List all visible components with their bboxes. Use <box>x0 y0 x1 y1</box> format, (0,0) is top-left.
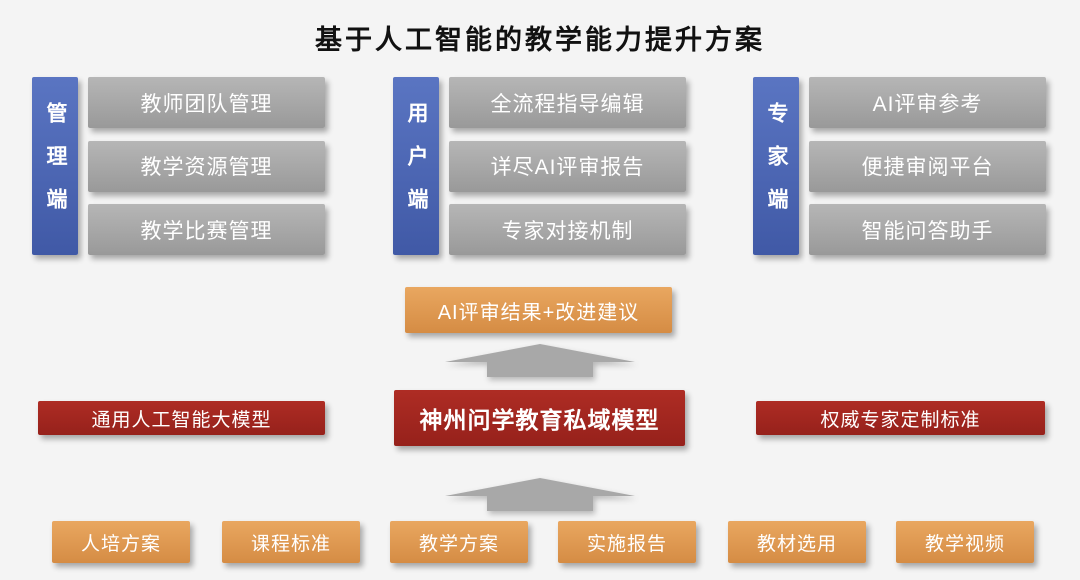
user-items: 全流程指导编辑 详尽AI评审报告 专家对接机制 <box>449 77 686 255</box>
input-curriculum-standard: 课程标准 <box>222 521 360 563</box>
item-detailed-ai-review-report: 详尽AI评审报告 <box>449 140 686 192</box>
input-teaching-plan: 教学方案 <box>390 521 528 563</box>
panel-user: 用户端 全流程指导编辑 详尽AI评审报告 专家对接机制 <box>393 77 686 255</box>
up-arrow-icon <box>445 344 635 377</box>
item-intelligent-qa-assistant: 智能问答助手 <box>809 204 1046 255</box>
input-textbook-selection: 教材选用 <box>728 521 866 563</box>
item-expert-matching-mechanism: 专家对接机制 <box>449 204 686 255</box>
item-ai-review-reference: AI评审参考 <box>809 77 1046 128</box>
item-full-process-guided-editing: 全流程指导编辑 <box>449 77 686 128</box>
up-arrow-icon <box>445 478 635 511</box>
page-title: 基于人工智能的教学能力提升方案 <box>315 25 765 55</box>
item-teacher-team-management: 教师团队管理 <box>88 77 325 128</box>
model-general-ai-large-model: 通用人工智能大模型 <box>38 401 325 435</box>
ai-review-output-box: AI评审结果+改进建议 <box>405 287 672 333</box>
management-items: 教师团队管理 教学资源管理 教学比赛管理 <box>88 77 325 255</box>
user-tab-label: 用户端 <box>393 77 439 255</box>
model-expert-custom-standard: 权威专家定制标准 <box>756 401 1045 435</box>
panel-expert: 专家端 AI评审参考 便捷审阅平台 智能问答助手 <box>753 77 1046 255</box>
item-teaching-competition-management: 教学比赛管理 <box>88 204 325 255</box>
input-talent-training-plan: 人培方案 <box>52 521 190 563</box>
expert-tab-label: 专家端 <box>753 77 799 255</box>
item-teaching-resource-management: 教学资源管理 <box>88 140 325 192</box>
panel-management: 管理端 教师团队管理 教学资源管理 教学比赛管理 <box>32 77 325 255</box>
input-teaching-video: 教学视频 <box>896 521 1034 563</box>
input-implementation-report: 实施报告 <box>558 521 696 563</box>
item-convenient-review-platform: 便捷审阅平台 <box>809 140 1046 192</box>
expert-items: AI评审参考 便捷审阅平台 智能问答助手 <box>809 77 1046 255</box>
management-tab-label: 管理端 <box>32 77 78 255</box>
model-private-domain-model: 神州问学教育私域模型 <box>394 390 685 446</box>
